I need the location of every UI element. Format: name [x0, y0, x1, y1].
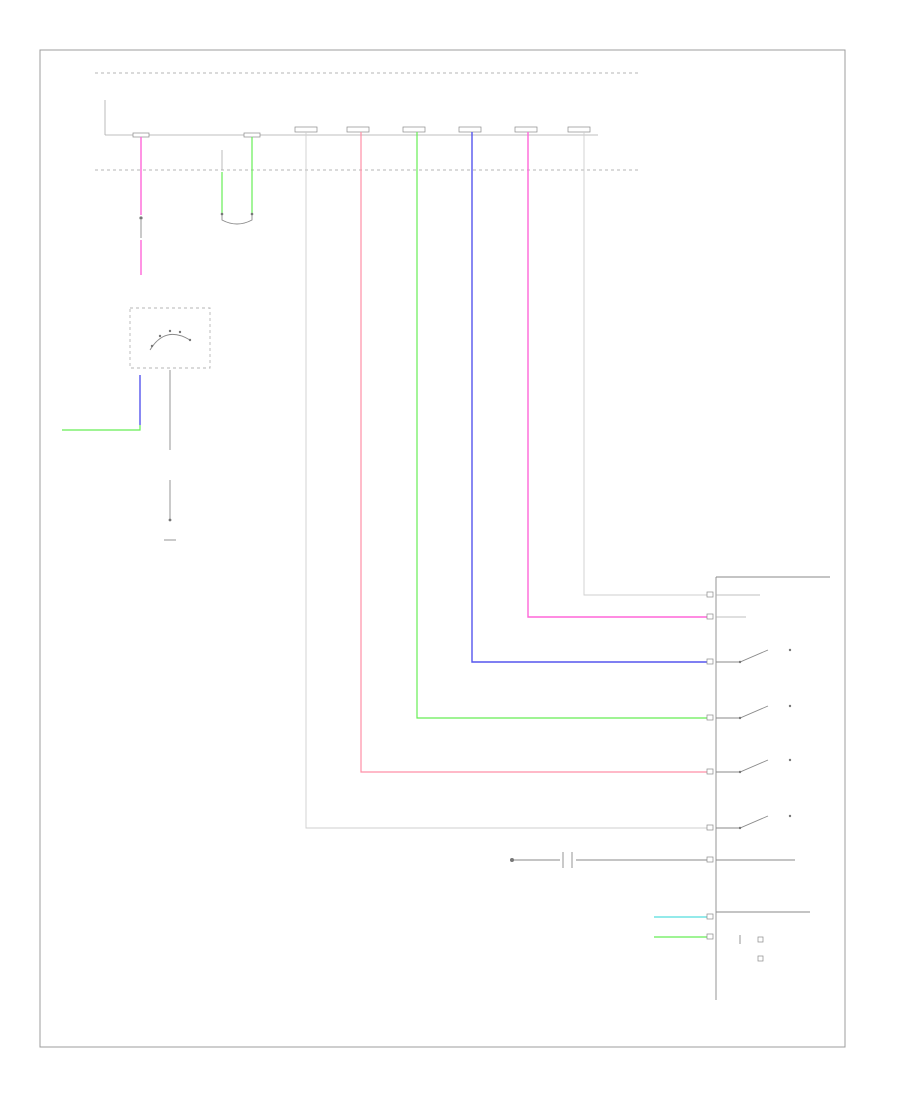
pin-7	[514, 126, 538, 133]
sensor-contact-2	[158, 334, 162, 338]
shift-lock-coil-2	[757, 955, 764, 962]
module-terminal-4	[706, 714, 714, 721]
module-switch-4	[716, 815, 769, 829]
clutch-pedal-contact	[168, 518, 172, 522]
neutral-switch-contact	[139, 216, 143, 220]
module-switch-4-end	[788, 814, 792, 818]
top-connector-pins	[132, 126, 591, 138]
pin-1	[132, 132, 150, 138]
module-switch-3	[716, 759, 769, 773]
pin-2	[243, 132, 261, 138]
module-terminal-2	[706, 613, 714, 620]
clutch-switch-terminal-b	[250, 212, 254, 216]
clutch-switch-body	[221, 215, 253, 225]
shift-lock-terminal-b	[706, 933, 714, 940]
sensor-contact-4	[178, 330, 182, 334]
module-terminal-7	[706, 856, 714, 863]
module-switch-4-pivot	[738, 826, 742, 830]
clutch-pedal-switch	[168, 370, 172, 522]
sensor-contact-1	[150, 344, 154, 348]
feed-component	[510, 852, 707, 868]
module-terminal-6	[706, 824, 714, 831]
trans-range-sensor-arc	[149, 333, 191, 351]
module-bus-top	[716, 594, 760, 618]
feed-source-dot	[510, 858, 514, 862]
pin-5	[402, 126, 426, 133]
wire-3	[305, 132, 712, 829]
module-switch-2	[716, 705, 769, 719]
clutch-switch	[220, 137, 254, 225]
pin-6	[458, 126, 482, 133]
wire-8	[583, 132, 712, 596]
module-switch-1-pivot	[738, 660, 742, 664]
shift-module	[654, 576, 830, 1000]
wire-5	[416, 132, 712, 719]
module-terminal-5	[706, 768, 714, 775]
module-switch-3-pivot	[738, 770, 742, 774]
module-switch-3-end	[788, 758, 792, 762]
neutral-switch	[139, 216, 143, 238]
trans-range-sensor-box	[129, 307, 211, 369]
wire-6	[471, 132, 712, 663]
shift-lock-coil	[757, 936, 764, 943]
pin-4	[346, 126, 370, 133]
module-switch-1-end	[788, 648, 792, 652]
wire-4	[360, 132, 712, 773]
module-switch-1	[716, 649, 769, 663]
module-terminal-3	[706, 658, 714, 665]
module-switch-2-pivot	[738, 716, 742, 720]
pin-3	[294, 126, 318, 133]
trans-range-sensor	[129, 307, 211, 369]
sensor-contact-3	[168, 329, 172, 333]
shift-lock-terminal-a	[706, 913, 714, 920]
clutch-switch-terminal-a	[220, 212, 224, 216]
sensor-contact-5	[188, 338, 192, 342]
module-terminal-1	[706, 591, 714, 598]
pin-8	[567, 126, 591, 133]
module-switch-2-end	[788, 704, 792, 708]
diagram-frame	[39, 49, 846, 1048]
sensor-wire-green	[62, 425, 141, 431]
wire-7	[527, 132, 712, 618]
